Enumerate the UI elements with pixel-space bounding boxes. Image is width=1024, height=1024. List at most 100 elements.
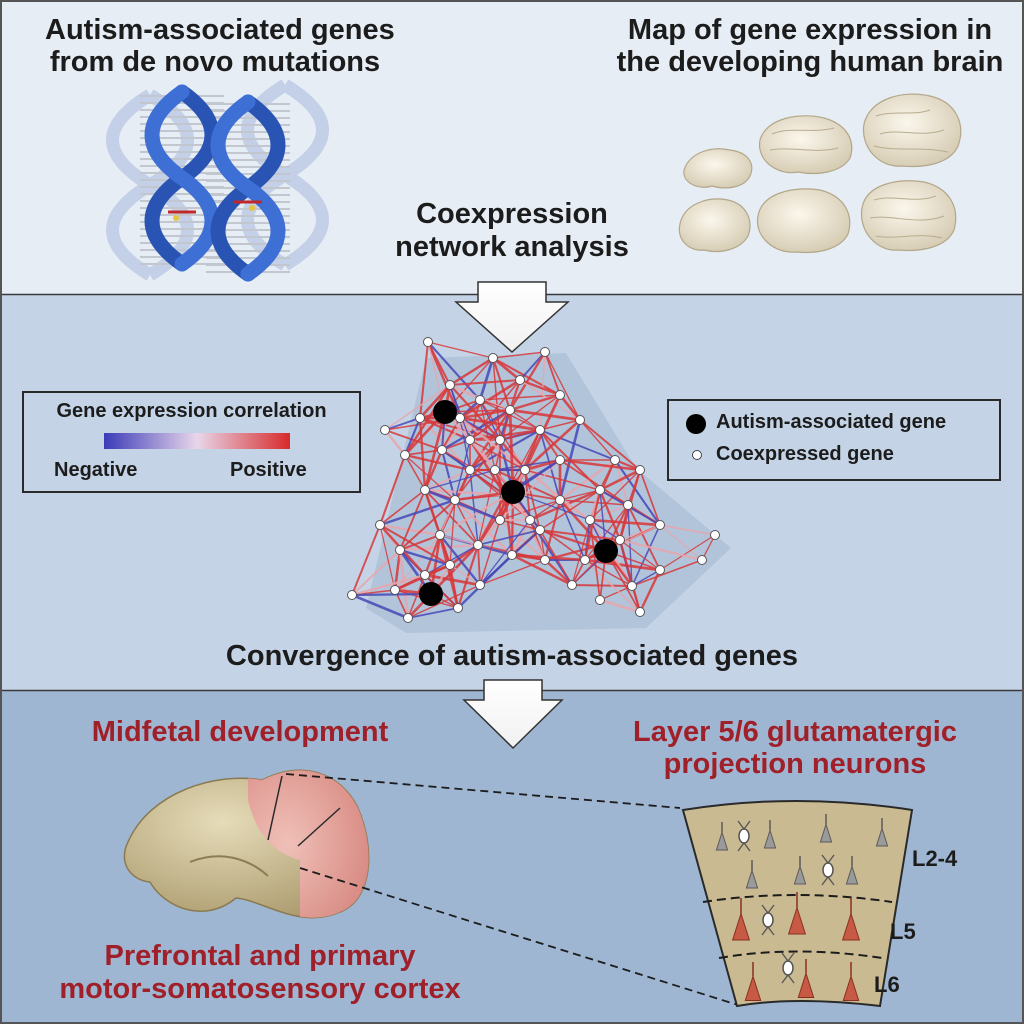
network-edge [599, 598, 641, 614]
network-edge [351, 573, 426, 597]
coexpressed-gene-node [535, 425, 545, 435]
layer-label-l6: L6 [874, 972, 900, 997]
pyramidal-neuron [745, 868, 759, 889]
coexpressed-gene-node [623, 500, 633, 510]
coexpressed-gene-node [435, 530, 445, 540]
coexpression-label: Coexpression network analysis [372, 198, 652, 264]
network-edge [639, 469, 661, 526]
interneuron [762, 912, 774, 928]
brain-series [678, 93, 962, 254]
coexpressed-gene-node [635, 607, 645, 617]
network-edge [418, 384, 452, 419]
brain-stage-2 [759, 115, 853, 175]
brain-stage-4 [678, 198, 751, 253]
network-edge [579, 419, 616, 461]
network-edge [509, 351, 546, 411]
autism-gene-node [594, 539, 618, 563]
coexpressed-gene-node [380, 425, 390, 435]
interneuron-process [737, 820, 751, 852]
coexpressed-gene-node [495, 515, 505, 525]
network-edges [351, 341, 716, 620]
coexpressed-gene-node [420, 485, 430, 495]
coexpressed-gene-node [610, 455, 620, 465]
network-edge [589, 519, 621, 541]
arrow-down-2 [462, 679, 564, 750]
network-nodes [347, 337, 720, 623]
network-edge [404, 417, 421, 456]
coexpressed-gene-node [515, 375, 525, 385]
network-edge [524, 419, 581, 471]
network-edge [379, 454, 406, 526]
interneuron-process [821, 854, 835, 886]
network-edge [638, 569, 662, 613]
interneuron-process [761, 904, 775, 936]
network-edge [407, 607, 459, 619]
network-edge [492, 357, 511, 411]
network-edge [543, 499, 562, 561]
network-edge [524, 469, 541, 531]
network-edge [379, 489, 426, 526]
brain-map-title-line: the developing human brain [616, 46, 1004, 78]
network-edge [479, 519, 531, 586]
interneuron-process [781, 952, 795, 984]
network-edge [469, 439, 526, 471]
network-edge [558, 394, 582, 421]
network-edge [469, 428, 541, 442]
coexpressed-gene-node [495, 435, 505, 445]
network-edge [444, 357, 494, 413]
pyramidal-neuron [841, 911, 861, 941]
network-edge [424, 573, 481, 587]
network-edge [508, 409, 515, 493]
network-edge [599, 468, 641, 492]
coexpressed-gene-node [655, 565, 665, 575]
coexpressed-gene-node [395, 545, 405, 555]
network-edge [627, 504, 633, 587]
network-edge [469, 469, 479, 546]
network-edge [399, 548, 451, 567]
coexpressed-gene-node [615, 535, 625, 545]
pyramidal-neuron [845, 864, 859, 885]
cortex-region-caption-line: motor-somatosensory cortex [59, 973, 461, 1005]
coexpressed-gene-legend-marker [692, 450, 702, 460]
coexpressed-gene-node [520, 465, 530, 475]
network-edge [439, 534, 481, 586]
network-edge [454, 499, 479, 546]
network-edge [459, 417, 526, 471]
network-edge [441, 417, 461, 451]
layer-label-l2-4: L2-4 [912, 846, 958, 871]
brain-map-title: Map of gene expression in the developing… [600, 14, 1020, 78]
network-edge [499, 459, 561, 521]
network-edge [399, 534, 441, 551]
network-edge [559, 458, 641, 472]
network-edge [424, 489, 479, 546]
network-edge [659, 524, 716, 536]
network-edge [407, 574, 426, 619]
network-edge [439, 499, 456, 536]
coexpressed-gene-node [420, 570, 430, 580]
network-edge [448, 564, 460, 609]
network-edge [519, 351, 546, 381]
brain-folds [769, 109, 949, 239]
network-edge [403, 384, 452, 456]
network-edge [423, 489, 452, 566]
coexpressed-gene-node [595, 485, 605, 495]
correlation-negative-label: Negative [54, 459, 138, 481]
network-edge [631, 569, 661, 587]
interneuron [822, 862, 834, 878]
coexpressed-gene-node [445, 380, 455, 390]
network-edge [589, 469, 641, 521]
network-edge [423, 411, 447, 491]
correlation-color-bar [104, 433, 290, 449]
network-edge [404, 454, 426, 491]
network-edge [631, 524, 661, 587]
network-edge [404, 453, 471, 472]
pyramidal-neuron [744, 974, 762, 1001]
coexpressed-gene-node [465, 435, 475, 445]
coexpressed-gene-node [465, 465, 475, 475]
network-edge [619, 538, 703, 562]
pyramidal-neuron [819, 822, 833, 843]
network-edge [539, 429, 616, 461]
network-edge [468, 439, 507, 496]
network-edge [398, 549, 410, 619]
